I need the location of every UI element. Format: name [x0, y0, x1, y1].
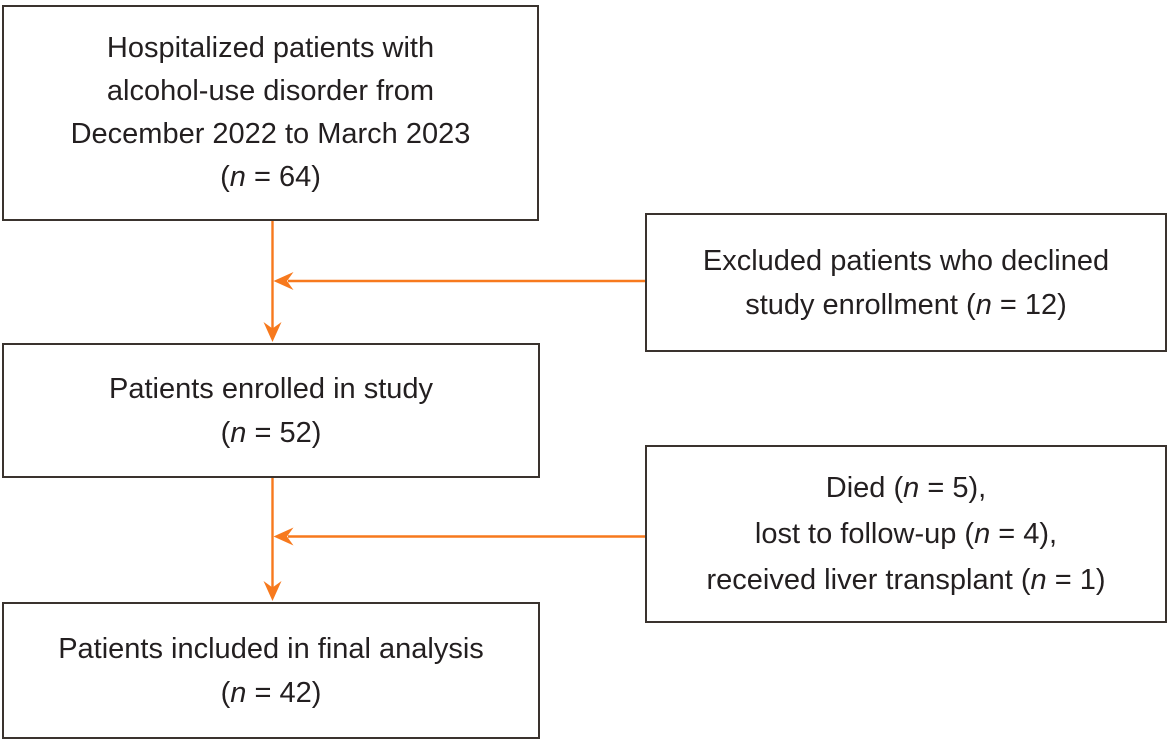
text-line-n-count: (n = 42) [220, 676, 322, 709]
italic-n: n [974, 518, 991, 550]
text-line-n-count: Died (n = 5), [825, 472, 987, 504]
box-dropout-reasons: Died (n = 5), lost to follow-up (n = 4),… [645, 445, 1167, 623]
italic-n: n [903, 472, 920, 504]
arrow-left-dropout-to-junction [273, 527, 645, 546]
text-line-n-count: study enrollment (n = 12) [745, 288, 1067, 321]
text-line: Hospitalized patients with [106, 32, 435, 64]
box-excluded-patients: Excluded patients who declined study enr… [645, 213, 1167, 352]
text-line: Patients included in final analysis [58, 632, 484, 665]
text-line: Excluded patients who declined [702, 244, 1110, 277]
box-hospitalized-patients: Hospitalized patients with alcohol-use d… [2, 5, 539, 221]
box-patients-enrolled: Patients enrolled in study (n = 52) [2, 343, 540, 478]
text-line-n-count: received liver transplant (n = 1) [706, 564, 1106, 596]
arrow-down-enrolled-to-final [263, 478, 282, 601]
arrow-left-excluded-to-junction [273, 272, 645, 290]
italic-n: n [230, 416, 247, 449]
text-line-n-count: (n = 64) [220, 161, 321, 193]
text-line: Patients enrolled in study [108, 372, 434, 405]
text-line-n-count: lost to follow-up (n = 4), [754, 518, 1058, 550]
italic-n: n [975, 288, 992, 321]
italic-n: n [230, 676, 247, 709]
text-line: alcohol-use disorder from [106, 75, 435, 107]
box-final-analysis: Patients included in final analysis (n =… [2, 602, 540, 739]
text-line: December 2022 to March 2023 [70, 118, 471, 150]
italic-n: n [229, 161, 246, 193]
arrow-down-hospitalized-to-enrolled [263, 221, 282, 342]
text-line-n-count: (n = 52) [220, 416, 322, 449]
italic-n: n [1030, 564, 1047, 596]
